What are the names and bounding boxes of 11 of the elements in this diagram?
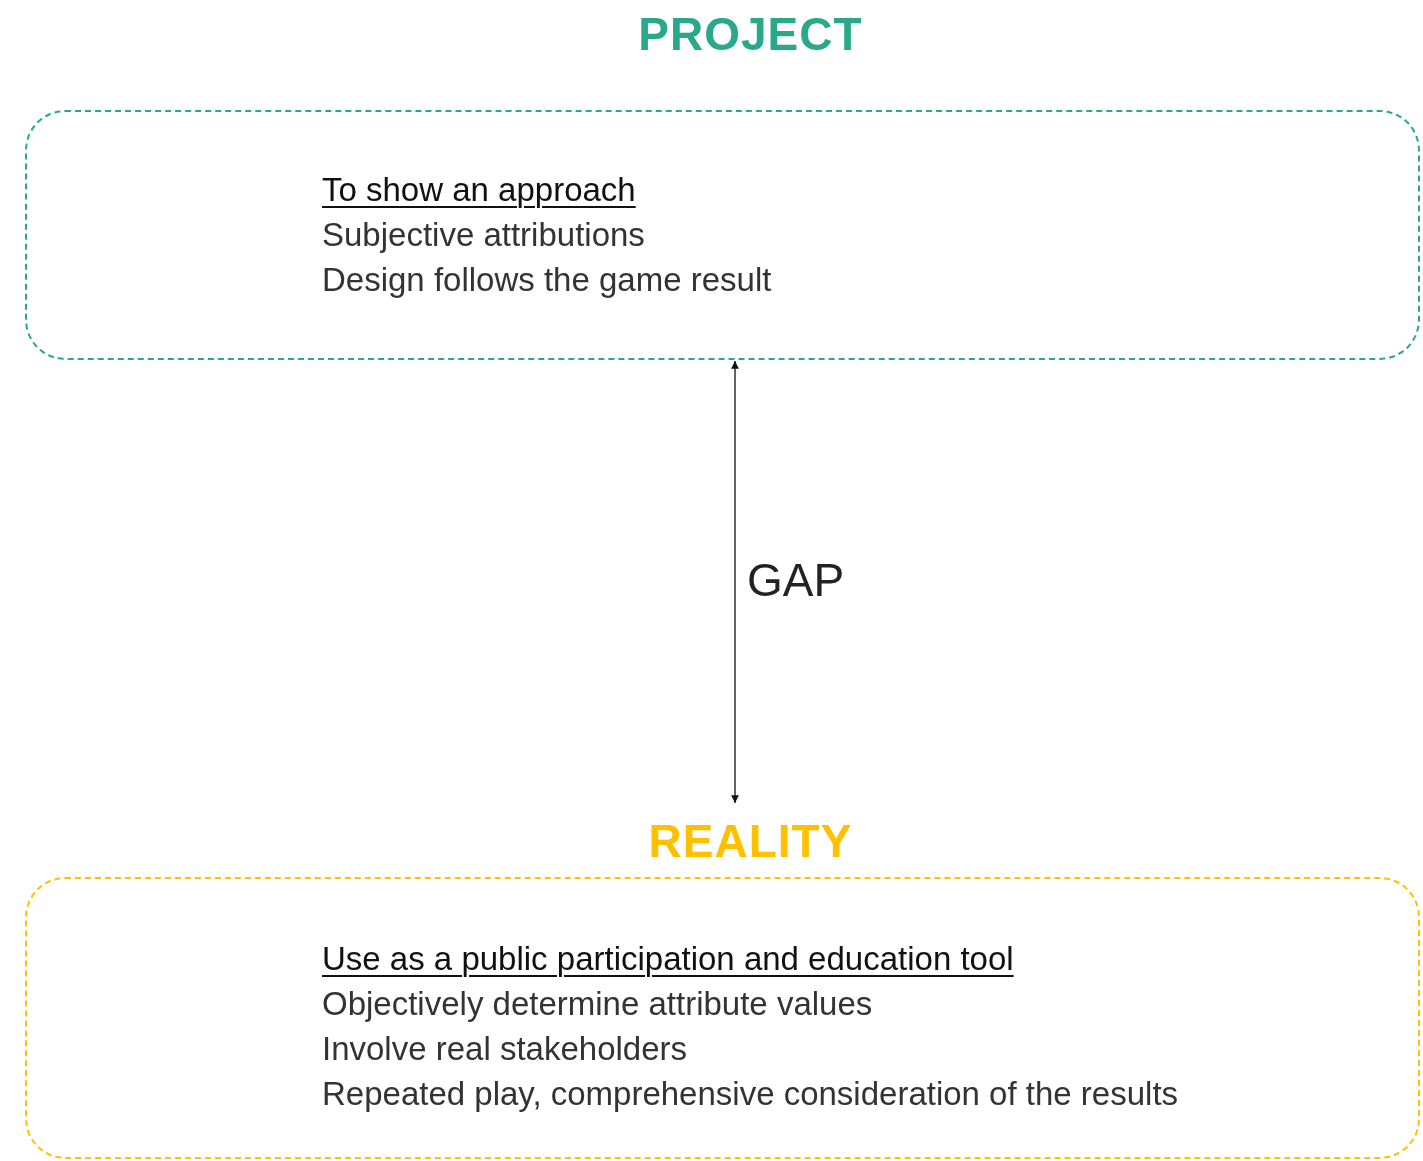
text-line: Objectively determine attribute values: [322, 984, 873, 1024]
underlined-heading: To show an approach: [322, 170, 636, 210]
double-arrow: [731, 360, 739, 804]
text-line: Subjective attributions: [322, 215, 645, 255]
text-line: Repeated play, comprehensive consideration of the results: [322, 1074, 1179, 1114]
section-heading: PROJECT: [637, 8, 864, 60]
edge-label: GAP: [747, 555, 845, 605]
underlined-heading: Use as a public participation and education tool: [322, 939, 1014, 979]
text-line: Design follows the game result: [322, 260, 772, 300]
section-heading: REALITY: [647, 815, 854, 867]
text-line: Involve real stakeholders: [322, 1029, 688, 1069]
